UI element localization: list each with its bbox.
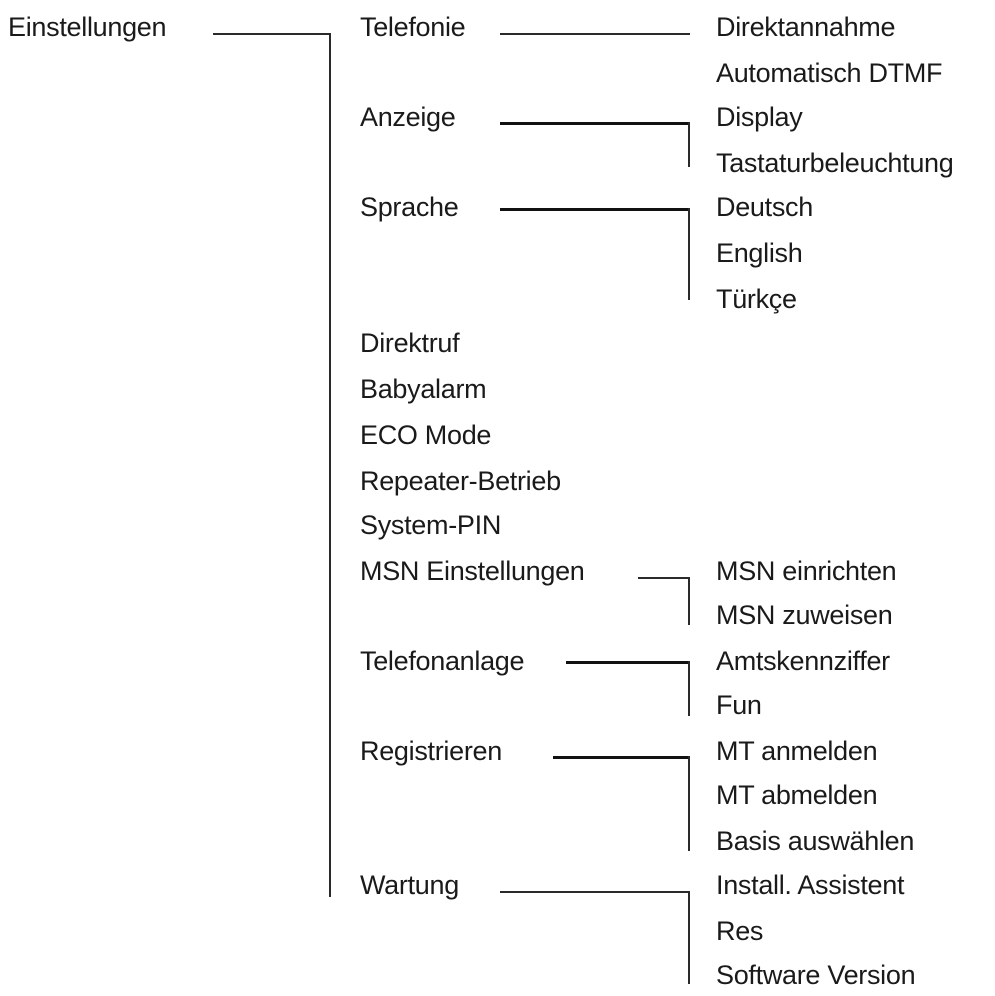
node-deutsch: Deutsch [716,192,813,222]
node-basis-auswaehlen: Basis auswählen [716,826,915,856]
bracket-msn-einstellungen [688,577,690,625]
node-fun: Fun [716,690,762,720]
node-repeater-betrieb: Repeater-Betrieb [360,466,561,496]
node-display: Display [716,102,803,132]
node-telefonanlage: Telefonanlage [360,646,525,676]
node-amtskennziffer: Amtskennziffer [716,646,890,676]
bracket-sprache [688,208,690,300]
node-automatisch-dtmf: Automatisch DTMF [716,58,943,88]
connector-registrieren [553,756,690,759]
node-software-version: Software Version [716,960,916,990]
bracket-anzeige [688,122,690,167]
node-msn-einrichten: MSN einrichten [716,556,897,586]
connector-msn-einstellungen [638,577,690,579]
node-tuerkce: Türkçe [716,284,797,314]
root-node-einstellungen: Einstellungen [8,12,167,42]
bracket-wartung [688,891,690,984]
node-eco-mode: ECO Mode [360,420,492,450]
node-mt-anmelden: MT anmelden [716,736,878,766]
node-sprache: Sprache [360,192,459,222]
connector-anzeige [500,122,690,125]
root-trunk [329,33,331,897]
bracket-registrieren [688,756,690,851]
node-msn-einstellungen: MSN Einstellungen [360,556,585,586]
node-anzeige: Anzeige [360,102,456,132]
node-install-assistent: Install. Assistent [716,870,905,900]
node-english: English [716,238,803,268]
connector-wartung [500,891,690,893]
node-registrieren: Registrieren [360,736,502,766]
node-tastaturbeleuchtung: Tastaturbeleuchtung [716,148,954,178]
node-babyalarm: Babyalarm [360,374,487,404]
node-direktruf: Direktruf [360,328,460,358]
node-telefonie: Telefonie [360,12,466,42]
connector-sprache [500,208,690,211]
node-wartung: Wartung [360,870,459,900]
connector-telefonie [500,33,690,35]
node-msn-zuweisen: MSN zuweisen [716,600,893,630]
node-direktannahme: Direktannahme [716,12,896,42]
root-connector [213,33,331,35]
node-res: Res [716,916,764,946]
node-mt-abmelden: MT abmelden [716,780,878,810]
connector-telefonanlage [566,661,690,664]
bracket-telefonanlage [688,661,690,716]
node-system-pin: System-PIN [360,510,502,540]
